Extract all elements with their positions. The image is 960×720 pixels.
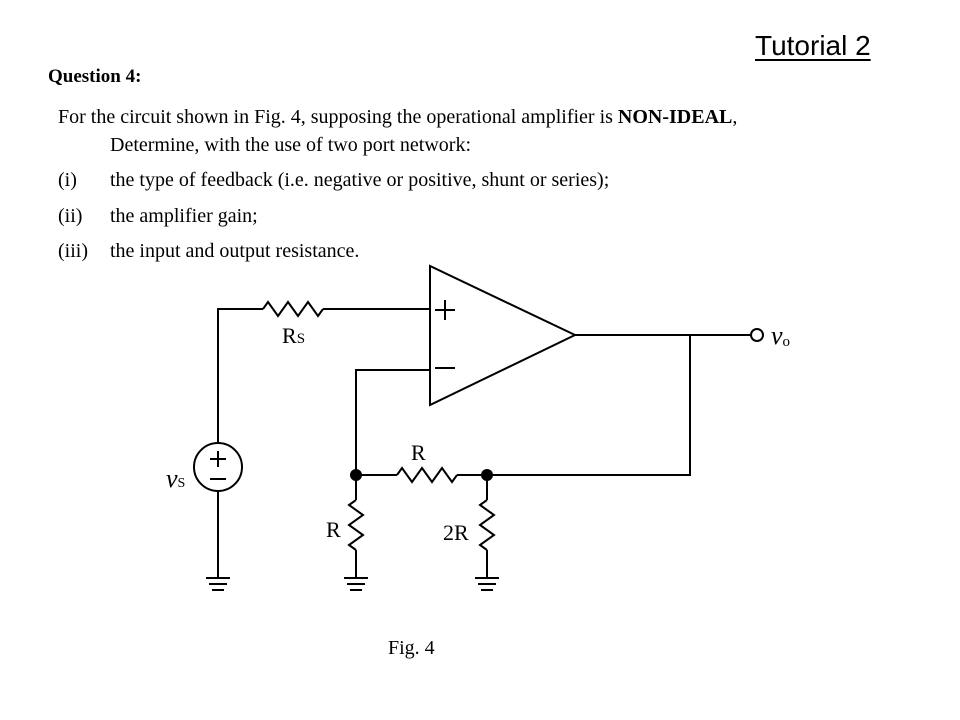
item-text-iii: the input and output resistance. (110, 240, 360, 262)
question-intro: For the circuit shown in Fig. 4, supposi… (58, 103, 737, 131)
ground-icon (344, 577, 368, 591)
op-amp-signs (435, 300, 455, 369)
vs-label: vS (166, 464, 185, 493)
item-number-ii: (ii) (58, 205, 83, 227)
r-ground-resistor (347, 499, 365, 551)
intro-text: For the circuit shown in Fig. 4, supposi… (58, 106, 618, 128)
junction-dot (350, 469, 362, 481)
output-terminal (750, 328, 764, 342)
item-number-iii: (iii) (58, 240, 88, 262)
rs-label: RS (282, 323, 305, 348)
junction-dot (481, 469, 493, 481)
ground-symbols (206, 577, 499, 591)
r-2r-label: 2R (443, 520, 469, 545)
item-number-i: (i) (58, 169, 77, 191)
r-feedback-label: R (411, 440, 426, 465)
wire-minus-input (355, 369, 430, 475)
r-feedback-resistor (396, 466, 458, 484)
intro-comma: , (732, 106, 738, 128)
page-title: Tutorial 2 (755, 30, 871, 61)
vo-label: vo (771, 321, 790, 350)
item-text-i: the type of feedback (i.e. negative or p… (110, 169, 610, 191)
ground-icon (206, 577, 230, 591)
ground-icon (475, 577, 499, 591)
wire-feedback (487, 335, 691, 476)
non-ideal-emphasis: NON-IDEAL (617, 106, 733, 128)
question-intro-line2: Determine, with the use of two port netw… (110, 134, 472, 156)
r-2r-resistor (478, 499, 496, 551)
op-amp-triangle (429, 264, 578, 407)
rs-resistor (262, 300, 324, 318)
item-text-ii: the amplifier gain; (110, 205, 258, 227)
wire-source-to-rs (217, 308, 263, 443)
r-ground-label: R (326, 517, 341, 542)
question-label: Question 4: (48, 66, 142, 87)
figure-caption: Fig. 4 (388, 637, 435, 659)
